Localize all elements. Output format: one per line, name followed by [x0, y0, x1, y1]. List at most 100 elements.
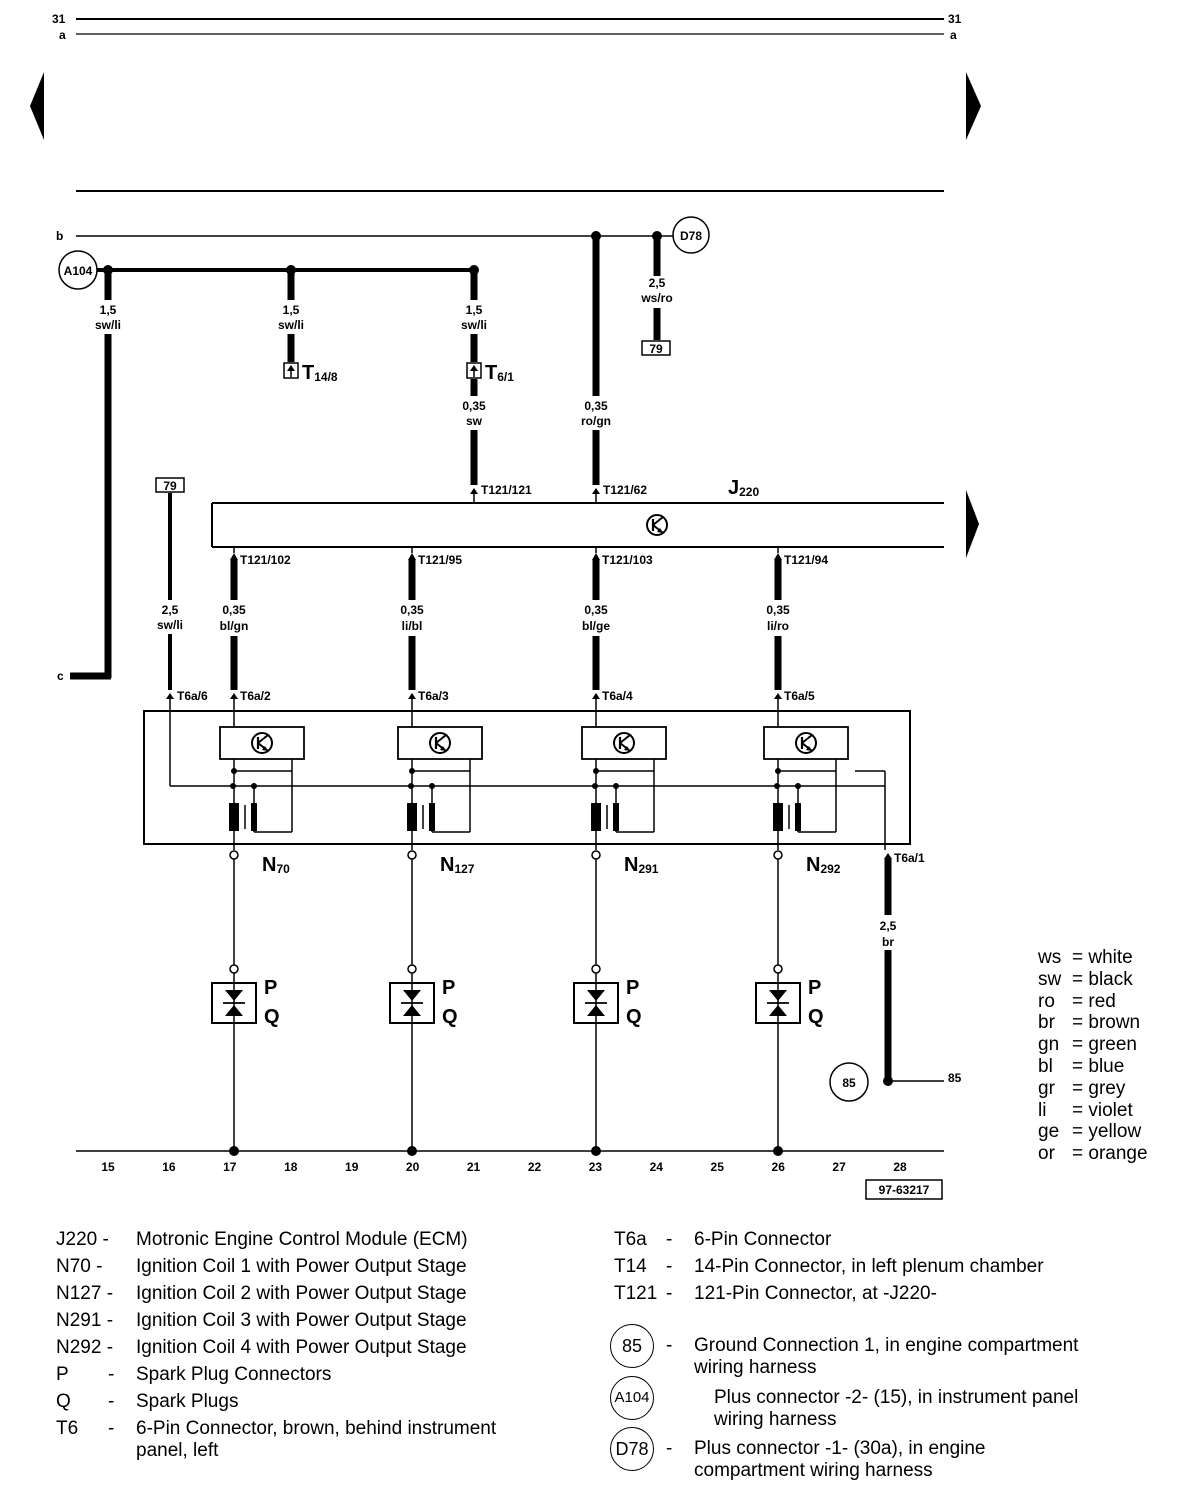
- svg-text:97-63217: 97-63217: [879, 1183, 930, 1197]
- color-name: = black: [1072, 968, 1133, 990]
- coil-label-n291: N291: [624, 854, 659, 876]
- ecm-j220: [211, 502, 944, 548]
- legend-code: N70 -: [56, 1256, 103, 1277]
- legend-code: T121: [614, 1283, 658, 1304]
- legend-desc: 14-Pin Connector, in left plenum chamber: [694, 1256, 1044, 1277]
- ecm-continue-arrow-icon: [966, 490, 979, 558]
- page-left-arrow-icon: [30, 72, 44, 140]
- plug-connector-label: P: [442, 977, 455, 999]
- rail-31: 31 a 31 a: [52, 12, 962, 42]
- color-code-row: br= brown: [1038, 1013, 1140, 1033]
- color-code-row: ge= yellow: [1038, 1122, 1141, 1142]
- legend-desc: Spark Plugs: [136, 1391, 239, 1412]
- color-name: = brown: [1072, 1012, 1141, 1034]
- legend-desc: 6-Pin Connector: [694, 1229, 832, 1250]
- wire-gauge-n127: 0,35: [400, 603, 424, 617]
- pin-t121-95: T121/95: [418, 553, 462, 567]
- legend-symbol-a104: A104: [610, 1376, 654, 1420]
- legend-dash: -: [666, 1256, 673, 1277]
- pin-t6a-4: T6a/4: [602, 689, 633, 703]
- wire-color-t121-62: ro/gn: [581, 414, 611, 428]
- legend-dash: -: [666, 1283, 673, 1304]
- track-number: 21: [467, 1160, 481, 1174]
- wire-gauge-d78: 2,5: [649, 276, 666, 290]
- legend-code: T14: [614, 1256, 647, 1277]
- legend-desc: Spark Plug Connectors: [136, 1364, 332, 1385]
- color-name: = blue: [1072, 1056, 1125, 1077]
- color-code-row: bl = blue: [1038, 1057, 1124, 1077]
- color-name: = white: [1072, 947, 1133, 968]
- color-code: or: [1038, 1143, 1055, 1165]
- svg-text:85: 85: [842, 1076, 856, 1090]
- wire-gauge-79: 2,5: [162, 603, 179, 617]
- wire-gauge-n70: 0,35: [222, 603, 246, 617]
- legend-desc: Ignition Coil 1 with Power Output Stage: [136, 1256, 467, 1277]
- legend-code: N292 -: [56, 1337, 114, 1358]
- wire-color-t14: sw/li: [278, 318, 304, 332]
- legend-desc: Ground Connection 1, in engine compartme…: [694, 1335, 1079, 1356]
- color-code: ro: [1038, 990, 1055, 1012]
- wire-color-n291: bl/ge: [582, 619, 610, 633]
- page-right-arrow-icon: [966, 72, 981, 140]
- color-code: sw: [1038, 968, 1062, 990]
- track-number: 19: [345, 1160, 359, 1174]
- track-number: 22: [528, 1160, 542, 1174]
- wire-gauge-t6: 1,5: [466, 303, 483, 317]
- pin-t6a-5: T6a/5: [784, 689, 815, 703]
- color-name: = red: [1072, 990, 1116, 1012]
- color-code: gn: [1038, 1034, 1060, 1056]
- ground-terminal-85: 85: [948, 1071, 962, 1085]
- wire-color-a104: sw/li: [95, 318, 121, 332]
- ignition-coil-icon: [407, 803, 417, 831]
- pin-t121-103: T121/103: [602, 553, 653, 567]
- legend-row: -Ground Connection 1, in engine compartm…: [666, 1335, 1078, 1379]
- wire-color-t6: sw/li: [461, 318, 487, 332]
- plug-connector-label: P: [808, 977, 821, 999]
- legend-code: N127 -: [56, 1283, 114, 1304]
- legend-desc: Ignition Coil 4 with Power Output Stage: [136, 1337, 467, 1358]
- pin-t6a-6: T6a/6: [177, 689, 208, 703]
- legend-row: N291 -Ignition Coil 3 with Power Output …: [56, 1310, 467, 1332]
- legend-row: T121-121-Pin Connector, at -J220-: [614, 1283, 937, 1305]
- legend-row: N127 -Ignition Coil 2 with Power Output …: [56, 1283, 467, 1305]
- wire-color-d78: ws/ro: [640, 291, 672, 305]
- pin-t6a-2: T6a/2: [240, 689, 271, 703]
- pin-t121-62: T121/62: [603, 483, 647, 497]
- color-name: = yellow: [1072, 1121, 1142, 1143]
- track-number: 18: [284, 1160, 298, 1174]
- legend-code: T6: [56, 1418, 79, 1439]
- legend-row: Q-Spark Plugs: [56, 1391, 238, 1413]
- ref-box-79-left: 79: [155, 477, 185, 493]
- coil-label-n127: N127: [440, 854, 475, 876]
- track-number: 28: [893, 1160, 907, 1174]
- svg-text:79: 79: [163, 479, 177, 493]
- legend-symbol-d78: D78: [610, 1427, 654, 1471]
- rail-label-a-left: a: [59, 28, 66, 42]
- svg-text:79: 79: [649, 342, 663, 356]
- spark-plug-label: Q: [626, 1006, 642, 1028]
- legend-desc: 121-Pin Connector, at -J220-: [694, 1283, 937, 1304]
- wire-gauge-t121-121: 0,35: [462, 399, 486, 413]
- pin-t6a-1: T6a/1: [894, 851, 925, 865]
- legend-row: P-Spark Plug Connectors: [56, 1364, 331, 1386]
- legend-dash: -: [108, 1418, 115, 1439]
- rail-label-a-right: a: [950, 28, 957, 42]
- rail-label-31-left: 31: [52, 12, 66, 26]
- color-name: = orange: [1072, 1143, 1148, 1165]
- legend-row: J220 -Motronic Engine Control Module (EC…: [56, 1229, 468, 1251]
- legend-desc: Plus connector -2- (15), in instrument p…: [714, 1387, 1079, 1408]
- track-number: 23: [589, 1160, 603, 1174]
- track-number: 15: [101, 1160, 115, 1174]
- color-code-row: or = orange: [1038, 1144, 1148, 1164]
- legend-desc-cont: wiring harness: [694, 1357, 817, 1378]
- wire-gauge-a104: 1,5: [100, 303, 117, 317]
- track-number: 25: [711, 1160, 725, 1174]
- rail-label-31-right: 31: [948, 12, 962, 26]
- track-number: 26: [772, 1160, 786, 1174]
- color-code-row: ws= white: [1038, 948, 1133, 968]
- color-code: bl: [1038, 1056, 1053, 1077]
- wire-color-n127: li/bl: [402, 619, 423, 633]
